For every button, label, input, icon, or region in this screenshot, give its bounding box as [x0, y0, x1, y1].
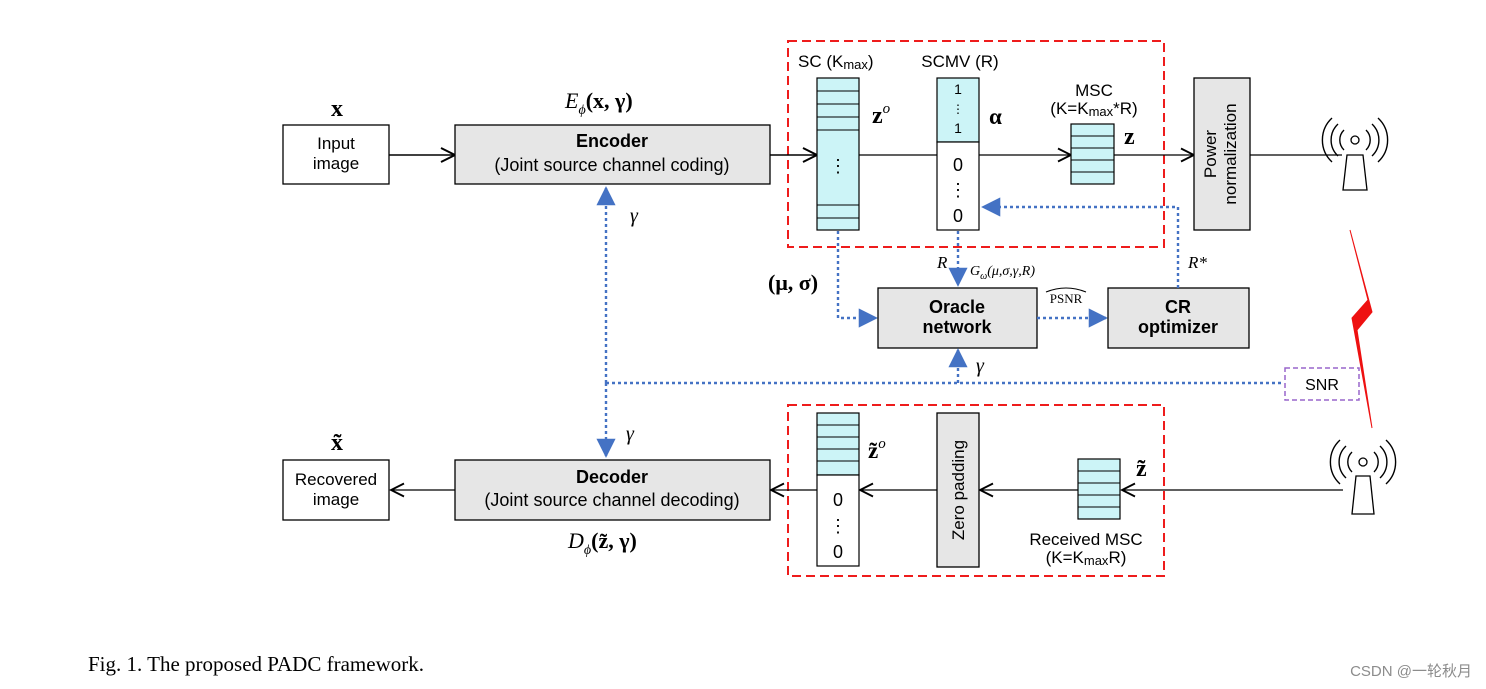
- x-tilde-label: x̃: [331, 430, 343, 456]
- cr-optimizer-label-2: optimizer: [1138, 317, 1218, 337]
- z-label: z: [1124, 124, 1135, 150]
- zero-padding-block: [936, 412, 980, 568]
- z-tilde-o-label: z̃o: [868, 436, 886, 463]
- scmv-label: SCMV (R): [921, 52, 998, 71]
- decoder-title: Decoder: [576, 467, 648, 487]
- power-normalization-label-2: normalization: [1221, 103, 1240, 204]
- padded-zero-top: 0: [833, 490, 843, 510]
- scmv-one-top: 1: [954, 81, 962, 97]
- snr-box: [1284, 367, 1360, 401]
- gamma-oracle-label: γ: [976, 355, 985, 377]
- input-image-label-2: image: [313, 154, 359, 173]
- cr-optimizer-block: [1107, 287, 1250, 349]
- scmv-vector: [936, 77, 980, 231]
- wireless-channel-lightning: [1349, 229, 1373, 429]
- msc-vector: [1070, 123, 1115, 185]
- scmv-one-bottom: 1: [954, 120, 962, 136]
- z-o-label: zo: [872, 101, 891, 129]
- cr-to-scmv-feedback-dashed: [981, 197, 1180, 288]
- encoder-fn-label: Eϕ(x, γ): [564, 88, 633, 118]
- mu-sigma-label: (μ, σ): [768, 270, 818, 295]
- msc-label-2: (K=Kmax*R): [1050, 99, 1137, 119]
- padded-zero-bottom: 0: [833, 542, 843, 562]
- watermark: CSDN @一轮秋月: [1350, 663, 1472, 680]
- figure-caption: Fig. 1. The proposed PADC framework.: [88, 652, 424, 676]
- oracle-network-label-2: network: [922, 317, 992, 337]
- input-image-box: [282, 124, 390, 185]
- x-label: x: [331, 96, 343, 122]
- decoder-subtitle: (Joint source channel decoding): [484, 490, 739, 510]
- g-omega-label: Gω(μ,σ,γ,R): [970, 264, 1035, 282]
- cr-optimizer-label-1: CR: [1165, 297, 1191, 317]
- recovered-image-label-2: image: [313, 490, 359, 509]
- z-tilde-label: z̃: [1136, 456, 1147, 482]
- sc-dots: ⋮: [829, 156, 847, 176]
- oracle-network-block: [877, 287, 1038, 349]
- msc-label-1: MSC: [1075, 81, 1113, 100]
- snr-label: SNR: [1305, 377, 1339, 394]
- recovered-image-label: Recovered: [295, 470, 377, 489]
- decoder-fn-label: Dϕ(z̃, γ): [567, 528, 637, 558]
- psnr-label: PSNR: [1050, 291, 1083, 306]
- sc-to-oracle-dashed: [836, 231, 878, 328]
- psnr-hat-icon: [1045, 287, 1087, 293]
- r-star-label: R*: [1187, 253, 1207, 272]
- power-normalization-block: [1193, 77, 1251, 231]
- encoder-title: Encoder: [576, 131, 648, 151]
- scmv-dots-top: ⋮: [952, 102, 964, 116]
- gamma-encoder-label: γ: [630, 205, 639, 227]
- scmv-zero-bottom: 0: [953, 206, 963, 226]
- gamma-decoder-label: γ: [626, 423, 635, 445]
- receive-antenna-icon: [1329, 439, 1397, 515]
- scmv-dots-bottom: ⋮: [949, 180, 967, 200]
- sc-label: SC (Kmax): [798, 52, 874, 72]
- oracle-network-label-1: Oracle: [929, 297, 985, 317]
- received-msc-label-2: (K=KmaxR): [1046, 548, 1127, 568]
- r-label: R: [936, 253, 948, 272]
- received-msc-label-1: Received MSC: [1029, 530, 1142, 549]
- power-normalization-label-1: Power: [1201, 130, 1220, 179]
- alpha-label: α: [989, 104, 1002, 129]
- padded-vector: [816, 412, 860, 567]
- transmit-antenna-icon: [1321, 117, 1389, 191]
- zero-padding-label: Zero padding: [949, 440, 968, 540]
- sc-vector: [816, 77, 860, 231]
- scmv-zero-top: 0: [953, 155, 963, 175]
- transmitter-mask-region: [787, 40, 1165, 248]
- encoder-subtitle: (Joint source channel coding): [494, 155, 729, 175]
- recovered-image-box: [282, 459, 390, 521]
- input-image-label: Input: [317, 134, 355, 153]
- padded-dots: ⋮: [829, 516, 847, 536]
- received-msc-vector: [1077, 458, 1121, 520]
- encoder-block: [454, 124, 771, 185]
